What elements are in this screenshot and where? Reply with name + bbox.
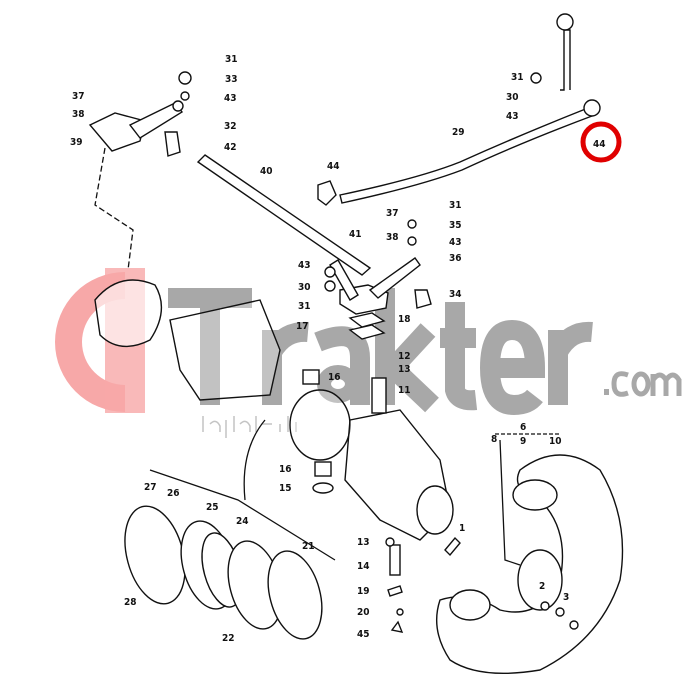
part-label: 3: [563, 592, 569, 603]
part-label: 29: [452, 127, 465, 138]
part-label: 33: [225, 74, 238, 85]
part-label: 28: [124, 597, 137, 608]
part-label: 37: [386, 208, 399, 219]
highlighted-part-label: 44: [593, 139, 606, 150]
part-label: 40: [260, 166, 273, 177]
steering-linkage: [88, 13, 601, 340]
part-label: 19: [357, 586, 370, 597]
part-label: 43: [449, 237, 462, 248]
part-label: 38: [386, 232, 399, 243]
part-label: 24: [236, 516, 249, 527]
part-label: 8: [491, 434, 497, 445]
part-label: 45: [357, 629, 370, 640]
part-label: 30: [506, 92, 519, 103]
part-label: 38: [72, 109, 85, 120]
part-label: 10: [549, 436, 562, 447]
part-label: 15: [279, 483, 292, 494]
part-label: 9: [520, 436, 526, 447]
part-label: 25: [206, 502, 219, 513]
part-label: 12: [398, 351, 411, 362]
axle-housing: [94, 279, 454, 541]
part-label: 1: [459, 523, 465, 534]
part-label: 21: [302, 541, 315, 552]
part-label: 17: [296, 321, 309, 332]
part-label: 34: [449, 289, 462, 300]
part-label: 43: [224, 93, 237, 104]
part-label: 27: [144, 482, 157, 493]
part-label: 31: [449, 200, 462, 211]
watermark-subtext-graphic: [202, 416, 297, 438]
part-label: 32: [224, 121, 237, 132]
part-label: 20: [357, 607, 370, 618]
part-label: 18: [398, 314, 411, 325]
part-label: 31: [298, 301, 311, 312]
part-label: 31: [511, 72, 524, 83]
part-label: 31: [225, 54, 238, 65]
part-label: 14: [357, 561, 370, 572]
small-parts: [385, 536, 461, 633]
highlight-circle: [580, 121, 622, 163]
part-label: 36: [449, 253, 462, 264]
drive-sprocket: [435, 433, 624, 674]
part-label: 39: [70, 137, 83, 148]
part-label: 11: [398, 385, 411, 396]
watermark-suffix-graphic: [604, 371, 682, 397]
part-label: 13: [398, 364, 411, 375]
part-label: 43: [298, 260, 311, 271]
part-label: 13: [357, 537, 370, 548]
part-label: 16: [279, 464, 292, 475]
part-label: 30: [298, 282, 311, 293]
part-label: 16: [328, 372, 341, 383]
seal-kit: [124, 469, 336, 640]
part-label: 41: [349, 229, 362, 240]
part-label: 2: [539, 581, 545, 592]
part-label: 42: [224, 142, 237, 153]
part-label: 6: [520, 422, 526, 433]
part-label: 22: [222, 633, 235, 644]
part-label: 37: [72, 91, 85, 102]
part-label: 44: [327, 161, 340, 172]
part-label: 35: [449, 220, 462, 231]
part-label: 43: [506, 111, 519, 122]
part-label: 26: [167, 488, 180, 499]
